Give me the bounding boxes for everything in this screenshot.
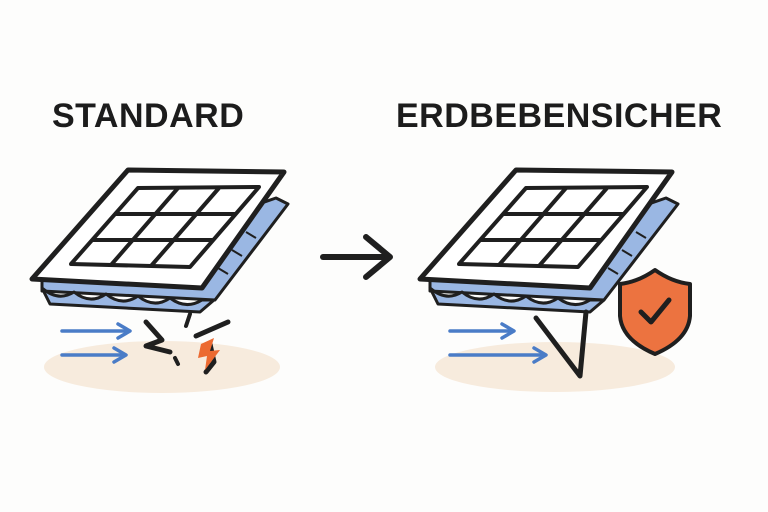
earthquake-proof-label: ERDBEBENSICHER: [396, 97, 723, 135]
solar-panel-icon: [29, 167, 290, 314]
reinforced-mount-icon: [533, 309, 589, 379]
shield-check-icon: [618, 268, 692, 356]
standard-label: STANDARD: [52, 97, 245, 135]
seismic-wave-arrows-icon: [60, 322, 132, 364]
solar-panel-icon: [417, 167, 680, 314]
arrow-right-icon: [320, 234, 393, 280]
standard-scene: [29, 167, 290, 393]
earthquake-proof-scene: [417, 167, 692, 392]
ground-shadow: [435, 342, 675, 392]
seismic-wave-arrows-icon: [448, 322, 548, 364]
broken-mount-icon: [143, 312, 231, 375]
